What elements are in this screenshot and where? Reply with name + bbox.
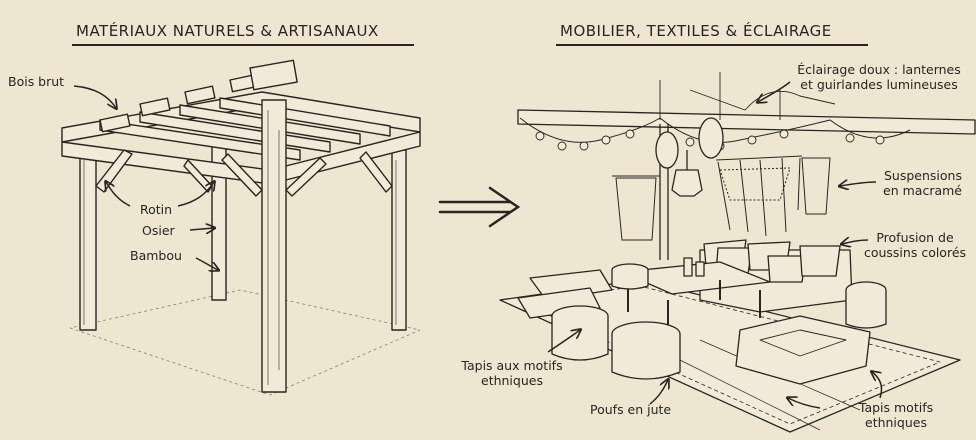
transition-arrow xyxy=(438,186,521,228)
left-title-underline xyxy=(72,44,414,46)
right-title-underline xyxy=(556,44,868,46)
label-osier: Osier xyxy=(142,223,175,238)
left-callout-arrows xyxy=(73,85,218,270)
macrame-hangings xyxy=(612,155,831,241)
label-rotin: Rotin xyxy=(140,202,173,217)
label-coussins: Profusion de coussins colorés xyxy=(863,230,967,260)
label-tapis-motifs: Tapis aux motifs ethniques xyxy=(461,358,563,388)
right-panel-title: MOBILIER, TEXTILES & ÉCLAIRAGE xyxy=(560,22,832,40)
left-panel-title: MATÉRIAUX NATURELS & ARTISANAUX xyxy=(76,22,379,40)
lounge-drawing xyxy=(499,72,976,433)
label-poufs-jute: Poufs en jute xyxy=(590,402,672,417)
right-callout-arrows xyxy=(547,81,883,409)
label-bambou: Bambou xyxy=(130,248,182,263)
label-bois-brut: Bois brut xyxy=(8,74,65,89)
label-tapis-ethniques: Tapis motifs ethniques xyxy=(858,400,934,430)
label-eclairage: Éclairage doux : lanternes et guirlandes… xyxy=(797,62,961,92)
label-macrame: Suspensions en macramé xyxy=(883,168,962,198)
pergola-drawing xyxy=(61,59,421,396)
